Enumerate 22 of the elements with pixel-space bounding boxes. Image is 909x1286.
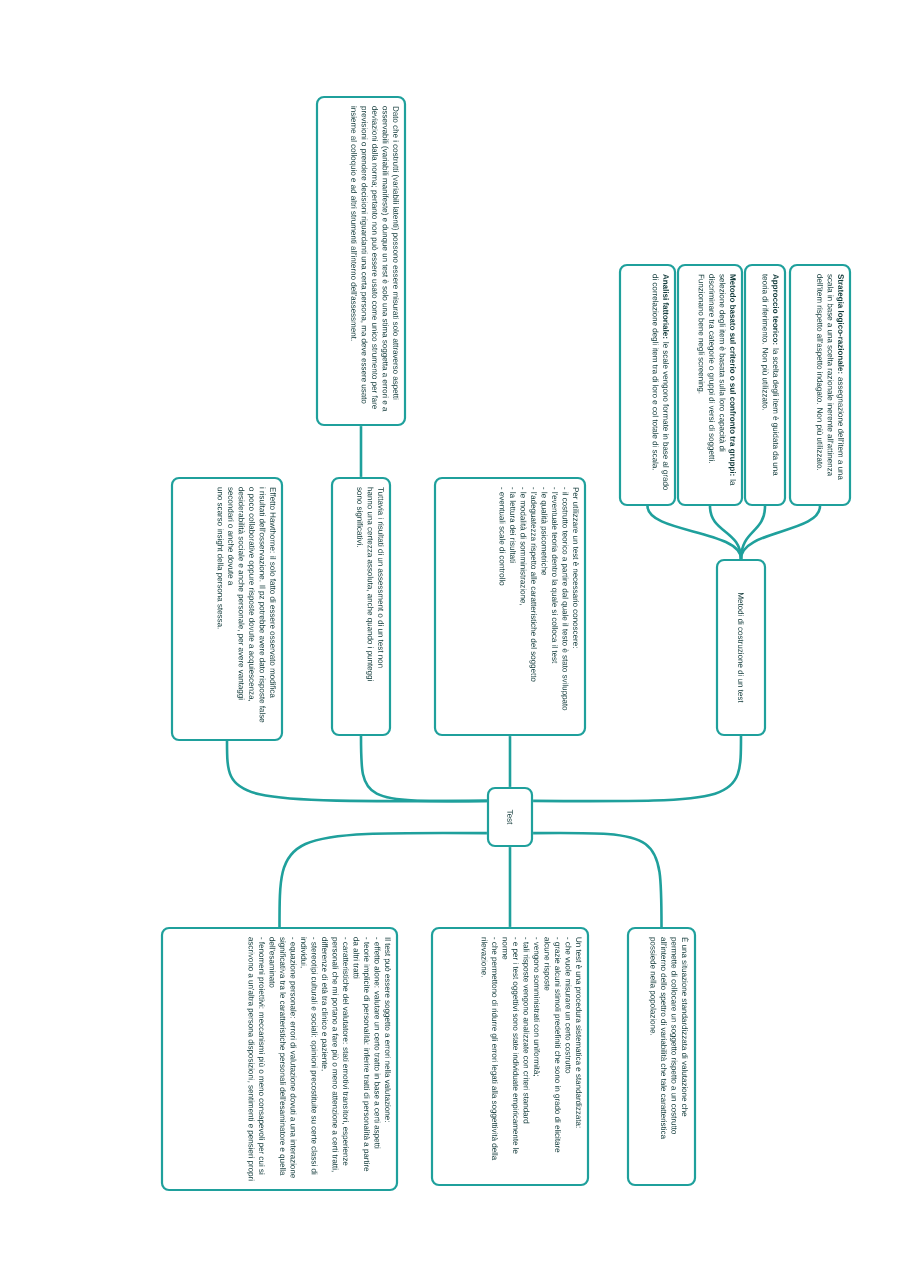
topic-box: Metodi di costruzione di un test — [715, 558, 767, 737]
topic-box: Effetto Hawthorne: il solo fatto di essere osservato modifica i risultati dell'osservazione. Il pz potrebbe avere dato risposte false o poco collaborative oppure risposte dovute a acquiescenza, desiderabilità sociale e anche personale, per avere vantaggi secondari o anche dovute a uno scarso insight della persona stessa. — [170, 476, 284, 742]
connector-line — [359, 426, 363, 477]
topic-box: Tuttavia i risultati di un assessment o di un test non hanno una certezza assoluta, anche quando i punteggi sono significativi. — [330, 476, 392, 737]
connector-line — [225, 741, 487, 803]
topic-box: Per utilizzare un test è necessario conoscere: - il costrutto teorico a partire dal quale il testo è stato sviluppato - l'eventuale teoria dentro la quale si colloca il test - le qualità psicometriche - l'adeguatezza rispetto alle caratteristiche del soggetto - le modalità di somministrazione, - la lettura dei risultati - eventuali scale di controllo — [433, 476, 587, 737]
connector-line — [278, 831, 487, 927]
connector-line — [533, 736, 743, 803]
connector-line — [646, 505, 743, 560]
topic-box: Analisi fattoriale: le scale vengono formate in base al grado di correlazione degli item tra di loro e col totale di scala. — [618, 263, 677, 507]
topic-box: Dato che i costrutti (variabili latenti) possono essere misurati solo attraverso aspetti osservabili (variabili manifeste) e dunque un test è solo una stima soggetta a errori e a deviazioni dalla norma; pertanto non può essere usato come unico strumento per fare previsioni o prendere decisioni riguardanti una certa persona, ma deve essere usato insieme al colloquio e ad altri strumenti all'interno dell'assessment. — [315, 95, 407, 427]
topic-box: È una situazione standardizzata di valutazione che permette di collocare un soggetto rispetto a un costrutto all'interno dello spettro di variabilità che tale caratteristica possiede nella popolazione. — [626, 926, 697, 1187]
connector-line — [533, 831, 663, 927]
topic-box: Strategia logico-razionale: assegnazione dell'item a una scala in base a una scelta razionale inerente all'attinenza dell'item rispetto all'aspetto indagato. Non più utilizzato. — [788, 263, 852, 507]
topic-box: Metodo basato sul criterio o sul confronto tra gruppi: la selezione degli item è basata sulla loro capacità di discriminare tra categorie o gruppi di versi di soggetti. Funzionano bene negli screening. — [676, 263, 744, 507]
connector-line — [739, 505, 822, 560]
connector-line — [508, 847, 512, 927]
topic-box: Un test è una procedura sistematica e standardizzata: - che vuole misurare un certo costrutto - grazie alcuni stimoli predefiniti che sono in grado di elicitare alcune risposte - vengono somministrati con uniformità; - tali risposte vengono analizzate con criteri standard - e per i test oggettivi sono state individuate empiricamente le norme - che permettono di ridurre gli errori legati alla soggettività della rilevazione. — [430, 926, 590, 1187]
central-topic-box: Test — [486, 786, 534, 848]
connector-line — [508, 736, 512, 787]
topic-box: Approccio teorico: la scelta degli item è guidata da una teoria di riferimento. Non più utilizzato. — [743, 263, 787, 507]
topic-box: Il test può essere soggetto a errori nella valutazione: - effetto alone: valutare un certo tratto in base a certi aspetti - teorie implicite di personalità: inferire tratti di personalità a partire da altri tratti - caratteristiche del valutatore: stati emotivi transitori, esperienze personali che mi portano a fare più o meno attenzione a certi tratti, differenze di età tra clinico e paziente, - stereotipi culturali e sociali: opinioni precostituite su certe classi di individui, - equazione personale: errori di valutazione dovuti a una interazione significativa tra le caratteristiche personali dell'esaminatore e quella dell'esaminato - fenomeni proiettivi: meccanismi più o meno consapevoli per cui si ascrivono a un'altra persona disposizioni, sentimenti e pensieri propri — [160, 926, 399, 1192]
